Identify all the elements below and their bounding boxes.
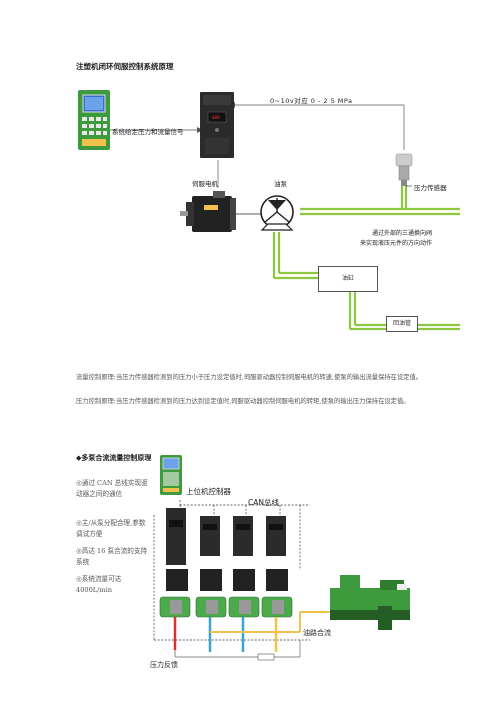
drive-row [166,508,286,565]
pressure-control-paragraph: 压力控制原理:当压力传感器检测到的压力达到设定值时,伺服驱动器控制伺服电机的转矩… [76,398,410,405]
signal-label: 系统给定压力和流量信号 [112,128,184,136]
upper-controller [160,455,182,495]
servo-motor [180,191,236,232]
oil-pump [260,195,294,231]
pressure-sensor [395,153,413,186]
range-label: 0~10v对应 0 - 2 5 MPa [270,97,353,105]
motor-row [166,569,288,591]
pump-label: 油泵 [274,180,287,188]
feedback-label: 压力反馈 [150,661,178,669]
valve-note-line2: 来实现液压元件的方向动作 [360,240,433,247]
return-pipe-box: 回油管 [386,316,418,332]
can-bus-label: CAN总线 [248,498,279,507]
bullet-item: ◎高达 16 泵合流的支持系统 [76,547,148,566]
servo-drive: 888 [200,92,234,158]
section-title: ◆多泵合流流量控制原理 [76,453,152,462]
hmi-panel [78,90,110,150]
merge-label: 油路合流 [303,629,331,637]
valve-note-line1: 通过外部的三通换向阀 [372,230,433,237]
injection-machine [330,575,410,630]
bullet-item: ◎通过 CAN 总线实现驱动器之间的通信 [76,479,148,498]
svg-text:888: 888 [212,115,220,120]
flow-control-paragraph: 流量控制原理:当压力传感器检测到的压力小于压力设定值时,伺服驱动器控制伺服电机的… [76,374,423,381]
hydraulic-lines [272,186,460,331]
bullet-item: ◎主/从泵分配合理,参数调试方便 [76,519,146,538]
bullet-item: ◎系统流量可达4000L/min [76,575,122,594]
cylinder-label: 油缸 [341,275,354,282]
pressure-sensor-label: 压力传感器 [414,184,447,192]
servo-motor-label: 伺服电机 [192,180,218,188]
controller-label: 上位机控制器 [186,487,231,496]
page-title: 注塑机闭环伺服控制系统原理 [76,62,174,71]
return-label: 回油管 [392,320,411,327]
oil-cylinder: 油缸 [318,266,378,292]
